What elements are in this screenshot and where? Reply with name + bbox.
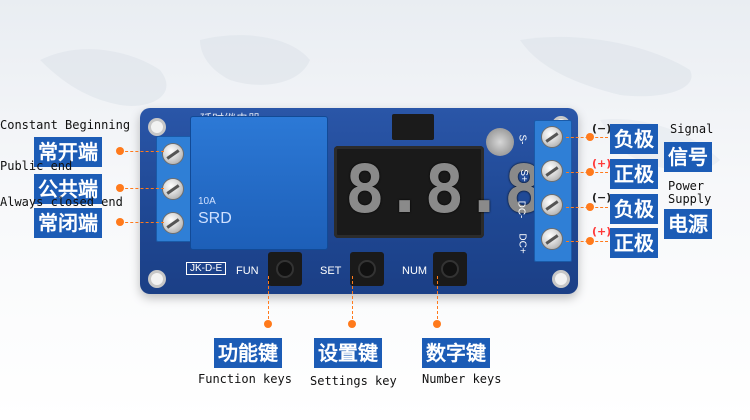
label-cn-dc-positive: 正极	[610, 228, 658, 258]
leader-line-fun	[268, 276, 270, 324]
fun-button-cap[interactable]	[276, 260, 294, 278]
pin-label-s-plus: S+	[517, 169, 529, 182]
optocoupler-chip	[392, 114, 434, 140]
leader-dot-dc-minus	[586, 203, 594, 211]
label-en-signal: Signal	[670, 122, 714, 136]
label-cn-normally-open: 常开端	[34, 137, 102, 167]
leader-dot-s-minus	[586, 133, 594, 141]
leader-line-nc	[120, 222, 164, 224]
pin-label-dc-plus: DC+	[516, 233, 528, 254]
fun-silk-label: FUN	[236, 265, 259, 277]
label-cn-dc-negative: 负极	[610, 194, 658, 224]
label-en-number-keys: Number keys	[422, 372, 502, 386]
terminal-screw-s-minus[interactable]	[541, 126, 563, 148]
mounting-hole-bottom-left	[148, 270, 166, 288]
sign-s-minus: (−)	[592, 122, 612, 135]
label-cn-s-positive: 正极	[610, 159, 658, 189]
set-silk-label: SET	[320, 265, 342, 277]
pin-label-s-minus: S-	[516, 134, 528, 145]
label-en-function-keys: Function keys	[198, 372, 292, 386]
leader-line-num	[437, 276, 439, 324]
pin-label-dc-minus: DC-	[515, 200, 527, 219]
label-cn-s-negative: 负极	[610, 124, 658, 154]
leader-dot-dc-plus	[586, 237, 594, 245]
leader-dot-s-plus	[586, 168, 594, 176]
terminal-screw-com[interactable]	[162, 178, 184, 200]
label-cn-settings-key: 设置键	[314, 338, 382, 368]
label-en-always-closed: Always closed end	[0, 195, 123, 209]
leader-dot-com	[116, 184, 124, 192]
leader-dot-nc	[116, 218, 124, 226]
leader-dot-num	[433, 320, 441, 328]
label-cn-normally-closed: 常闭端	[34, 208, 102, 238]
label-en-public-end: Public end	[0, 159, 73, 173]
terminal-screw-dc-plus[interactable]	[541, 228, 563, 250]
sign-dc-plus: (+)	[592, 225, 612, 238]
leader-line-com	[120, 188, 164, 190]
num-silk-label: NUM	[402, 265, 428, 277]
leader-line-set	[352, 276, 354, 324]
label-cn-function-keys: 功能键	[214, 338, 282, 368]
mounting-hole-bottom-right	[552, 270, 570, 288]
mounting-hole-top-left	[148, 118, 166, 136]
model-label: JK-D-E	[186, 262, 227, 275]
label-cn-power: 电源	[664, 209, 712, 239]
sign-s-plus: (+)	[592, 157, 612, 170]
terminal-screw-s-plus[interactable]	[541, 160, 563, 182]
label-cn-number-keys: 数字键	[422, 338, 490, 368]
label-cn-common: 公共端	[34, 174, 102, 204]
relay	[190, 116, 328, 250]
leader-dot-fun	[264, 320, 272, 328]
leader-dot-set	[348, 320, 356, 328]
label-en-power-supply: Power Supply	[668, 179, 712, 206]
display-digits: 8.8.8.	[345, 151, 584, 228]
num-button-cap[interactable]	[441, 260, 459, 278]
relay-rating: 10A	[198, 196, 216, 207]
label-en-settings-key: Settings key	[310, 374, 397, 388]
label-en-constant-beginning: Constant Beginning	[0, 118, 131, 132]
capacitor	[486, 128, 514, 156]
leader-dot-no	[116, 147, 124, 155]
terminal-screw-dc-minus[interactable]	[541, 194, 563, 216]
sign-dc-minus: (−)	[592, 191, 612, 204]
terminal-screw-no[interactable]	[162, 143, 184, 165]
label-cn-signal: 信号	[664, 142, 712, 172]
leader-line-no	[120, 151, 164, 153]
set-button-cap[interactable]	[358, 260, 376, 278]
seven-segment-display	[334, 146, 484, 238]
relay-brand: SRD	[198, 210, 232, 227]
terminal-screw-nc[interactable]	[162, 212, 184, 234]
